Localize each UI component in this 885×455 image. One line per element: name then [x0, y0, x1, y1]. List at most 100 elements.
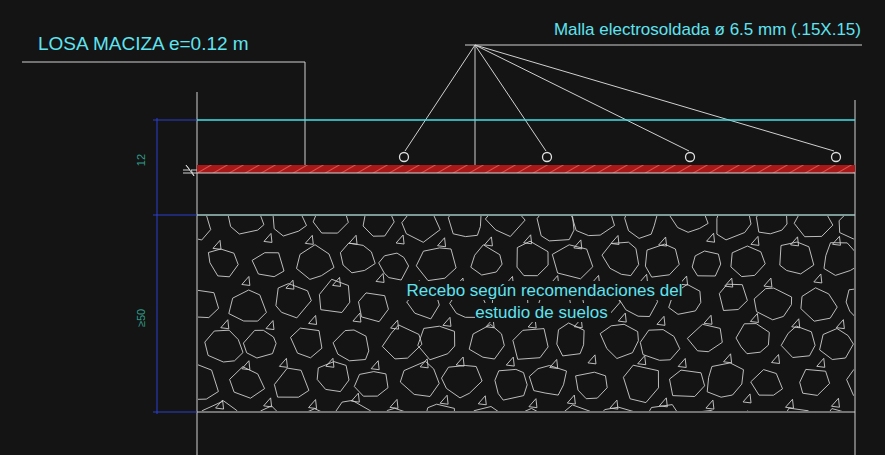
gravel-chip [264, 398, 272, 407]
gravel-chip [353, 313, 361, 322]
gravel-chip [529, 399, 537, 408]
gravel-stone [382, 325, 422, 359]
gravel-stone [517, 241, 548, 276]
gravel-stone [692, 251, 721, 276]
gravel-chip [390, 399, 398, 408]
soil-bottom [197, 412, 855, 413]
gravel-stone [647, 405, 685, 411]
gravel-chip [305, 235, 313, 244]
gravel-chip [279, 358, 287, 367]
gravel-stone [839, 216, 854, 239]
gravel-stone [552, 245, 593, 279]
gravel-stone [640, 330, 680, 361]
rebar-circles [400, 153, 841, 162]
gravel-chip [657, 316, 665, 325]
gravel-chip [618, 313, 626, 322]
gravel-chip [638, 356, 646, 365]
gravel-stone [707, 363, 743, 397]
gravel-stone [319, 279, 349, 312]
gravel-chip [817, 358, 825, 367]
gravel-stone [448, 216, 481, 237]
gravel-chip [376, 273, 384, 282]
gravel-stone [333, 330, 369, 361]
gravel-stone [313, 216, 348, 233]
gravel-chip [266, 321, 274, 330]
gravel-chip [707, 233, 715, 242]
gravel-stone [801, 288, 837, 321]
gravel-stone [571, 216, 614, 236]
gravel-chip [832, 236, 840, 245]
gravel-stone [717, 216, 751, 240]
dimension-text: ≥50 [135, 309, 147, 327]
gravel-stone [736, 324, 769, 354]
gravel-chip [567, 395, 575, 404]
gravel-chip [438, 238, 446, 247]
gravel-stone [670, 370, 705, 396]
gravel-stone [416, 248, 456, 281]
gravel-stone [485, 216, 525, 237]
gravel-stone [596, 407, 635, 411]
gravel-stone [513, 329, 548, 360]
gravel-chip [678, 358, 686, 367]
gravel-stone [719, 284, 747, 310]
gravel-stone [198, 290, 219, 317]
dimension-lines [153, 118, 197, 414]
gravel-chip [836, 320, 844, 329]
gravel-stone [561, 405, 592, 411]
gravel-chip [443, 317, 451, 326]
gravel-stone [820, 329, 854, 360]
gravel-chip [396, 235, 404, 244]
gravel-stone [517, 408, 550, 411]
gravel-stone [359, 293, 389, 322]
gravel-chip [772, 355, 780, 364]
gravel-chip [484, 237, 492, 246]
wall-line [197, 92, 198, 455]
leader-lines [405, 45, 834, 166]
wall-line [855, 100, 856, 455]
gravel-chip [221, 320, 229, 329]
soil-note-text: Recebo según recomendaciones del estudio… [404, 281, 683, 322]
gravel-stone [340, 243, 375, 273]
gravel-stone [273, 216, 306, 236]
gravel-chip [814, 274, 822, 283]
gravel-stone [731, 246, 765, 277]
gravel-chip [478, 396, 486, 405]
gravel-chip [831, 398, 839, 407]
gravel-stone [297, 245, 335, 280]
gravel-chip [588, 355, 596, 364]
gravel-stone [794, 216, 833, 237]
leader-line [22, 62, 305, 166]
gravel-chip [704, 315, 712, 324]
gravel-chip [286, 280, 294, 289]
slab-bottom [183, 173, 855, 174]
gravel-stone [537, 216, 574, 241]
gravel-stone [377, 408, 413, 411]
gravel-chip [309, 315, 317, 324]
gravel-stone [737, 411, 763, 412]
gravel-chip [506, 357, 514, 366]
gravel-stone [402, 216, 440, 242]
dimension-text: 12 [135, 154, 147, 166]
gravel-stone [824, 243, 854, 276]
gravel-stone [274, 368, 309, 397]
gravel-stone [205, 330, 243, 362]
break-symbol [183, 165, 197, 176]
soil-top [197, 214, 855, 215]
gravel-stone [208, 249, 238, 277]
gravel-stone [751, 370, 783, 396]
gravel-stone [687, 324, 722, 351]
gravel-chip [743, 394, 751, 403]
leader-line [465, 45, 862, 46]
gravel-chip [264, 233, 272, 242]
gravel-stone [243, 330, 276, 358]
gravel-stone [333, 400, 371, 411]
gravel-chip [751, 236, 759, 245]
gravel-chip [391, 320, 399, 329]
gravel-stone [201, 401, 240, 411]
gravel-chip [309, 400, 317, 409]
gravel-stone [625, 216, 657, 238]
gravel-stone [846, 288, 854, 318]
gravel-stone [424, 404, 455, 411]
gravel-stone [198, 365, 218, 400]
